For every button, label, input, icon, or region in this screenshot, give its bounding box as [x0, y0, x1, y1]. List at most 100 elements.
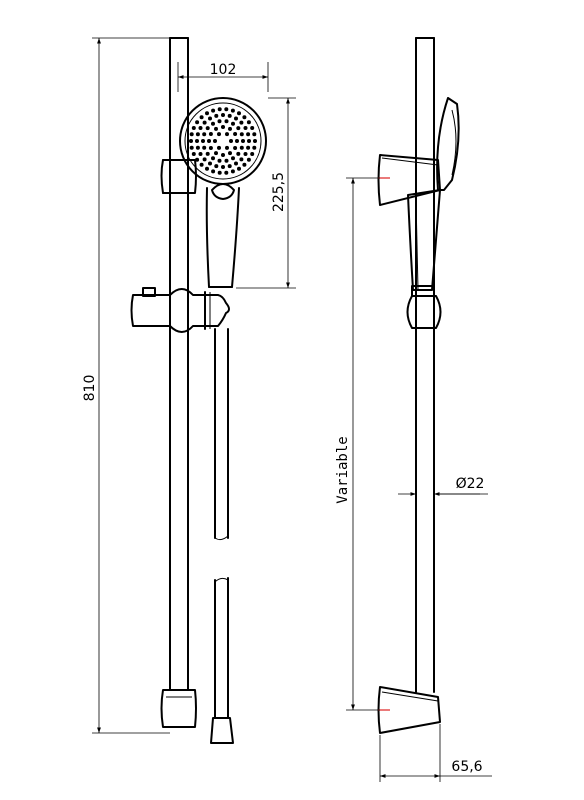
nozzle-hole	[198, 126, 203, 130]
nozzle-hole	[250, 152, 255, 156]
side-rail	[415, 37, 435, 693]
nozzle-hole	[189, 139, 193, 143]
nozzle-hole	[230, 108, 235, 113]
dim-head-width: 102	[177, 62, 269, 92]
nozzle-hole	[243, 126, 248, 130]
nozzle-hole	[191, 126, 196, 130]
nozzle-hole	[250, 126, 255, 130]
nozzle-hole	[246, 145, 251, 150]
nozzle-hole	[208, 116, 212, 121]
dim-variable: Variable	[335, 177, 380, 711]
side-view: Variable Ø22 65,6	[335, 37, 492, 782]
nozzle-hole	[246, 157, 251, 162]
nozzle-hole	[252, 132, 257, 137]
nozzle-hole	[229, 139, 233, 143]
nozzle-hole	[199, 115, 204, 120]
nozzle-hole	[234, 161, 238, 166]
dim-label-102: 102	[210, 62, 237, 78]
nozzle-hole	[205, 151, 210, 156]
dim-total-height: 810	[82, 37, 170, 734]
nozzle-hole	[224, 158, 229, 163]
nozzle-hole	[252, 145, 257, 150]
nozzle-hole	[208, 146, 213, 150]
nozzle-hole	[225, 145, 229, 150]
nozzle-hole	[195, 145, 200, 150]
nozzle-hole	[217, 132, 221, 137]
front-view: 102 225,5 810	[82, 37, 296, 744]
nozzle-hole	[195, 157, 200, 162]
nozzle-hole	[211, 169, 216, 174]
nozzle-hole	[205, 111, 209, 116]
nozzle-hole	[198, 152, 203, 156]
nozzle-hole	[224, 107, 229, 112]
hand-shower	[179, 97, 267, 288]
nozzle-hole	[239, 132, 244, 137]
nozzle-hole	[243, 152, 248, 156]
nozzle-hole	[202, 157, 207, 162]
nozzle-hole	[201, 139, 205, 143]
nozzle-hole	[213, 139, 217, 143]
dim-rail-diameter: Ø22	[398, 476, 488, 496]
nozzle-hole	[237, 166, 241, 171]
nozzle-hole	[202, 120, 207, 125]
shower-hose	[210, 328, 234, 744]
nozzle-hole	[221, 153, 225, 157]
nozzle-hole	[253, 139, 257, 143]
nozzle-hole	[225, 132, 229, 137]
nozzle-hole	[233, 132, 238, 136]
nozzle-hole	[239, 157, 244, 162]
nozzle-hole	[241, 139, 245, 143]
dim-label-225-5: 225,5	[271, 172, 287, 212]
nozzle-hole	[208, 161, 212, 166]
nozzle-hole	[189, 145, 194, 150]
nozzle-hole	[217, 107, 222, 112]
dim-holder-depth: 65,6	[379, 724, 492, 782]
nozzle-hole	[195, 139, 199, 143]
dim-label-65-6: 65,6	[451, 759, 482, 775]
nozzle-hole	[233, 146, 238, 150]
nozzle-hole	[247, 139, 251, 143]
nozzle-hole	[239, 145, 244, 150]
nozzle-hole	[211, 156, 215, 161]
sliding-holder	[130, 287, 230, 333]
side-bottom-bracket	[377, 686, 441, 734]
nozzle-hole	[231, 156, 235, 161]
dim-head-height: 225,5	[236, 97, 296, 289]
nozzle-hole	[205, 126, 210, 131]
nozzle-hole	[224, 170, 229, 175]
nozzle-hole	[227, 113, 232, 118]
nozzle-hole	[230, 169, 235, 174]
nozzle-hole	[191, 152, 196, 156]
side-holder	[406, 285, 442, 329]
top-wall-bracket	[160, 159, 197, 194]
nozzle-hole	[221, 125, 225, 129]
nozzle-hole	[217, 158, 222, 163]
nozzle-hole	[236, 151, 241, 156]
nozzle-hole	[195, 132, 200, 137]
nozzle-hole	[202, 132, 207, 137]
nozzle-hole	[242, 162, 247, 167]
nozzle-hole	[211, 121, 215, 126]
side-top-bracket	[377, 154, 441, 206]
dim-label-810: 810	[82, 375, 98, 402]
nozzle-hole	[199, 162, 204, 167]
nozzle-hole	[228, 151, 232, 156]
spray-nozzles	[189, 107, 257, 175]
nozzle-hole	[235, 139, 239, 143]
nozzle-hole	[195, 120, 200, 125]
dim-label-22: Ø22	[456, 476, 485, 492]
nozzle-hole	[207, 139, 211, 143]
nozzle-hole	[211, 108, 216, 113]
nozzle-hole	[214, 113, 219, 118]
bottom-wall-bracket	[160, 689, 197, 728]
nozzle-hole	[231, 121, 235, 126]
nozzle-hole	[217, 119, 222, 124]
nozzle-hole	[227, 164, 232, 169]
nozzle-hole	[236, 126, 241, 131]
nozzle-hole	[205, 166, 209, 171]
nozzle-hole	[202, 145, 207, 150]
slide-rail	[169, 37, 189, 691]
nozzle-hole	[217, 145, 221, 150]
nozzle-hole	[246, 120, 251, 125]
